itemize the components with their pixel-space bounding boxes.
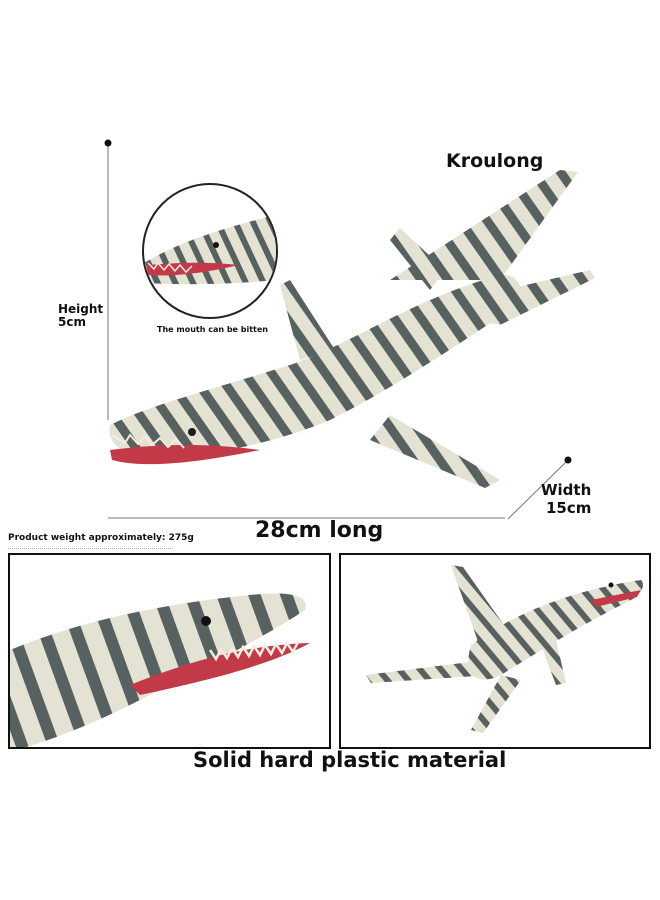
height-top-dot	[104, 139, 112, 147]
dimension-lines	[104, 139, 572, 520]
height-value: 5cm	[58, 315, 86, 329]
weight-text: Product weight approximately: 275g	[8, 533, 194, 543]
side-view-panel	[339, 553, 651, 749]
side-view-image	[366, 565, 643, 733]
width-end-dot	[564, 456, 572, 464]
inset-caption: The mouth can be bitten	[157, 325, 268, 334]
width-label: Width	[541, 481, 592, 499]
mouth-detail-inset	[142, 183, 278, 319]
inset-head-image	[144, 215, 276, 285]
head-closeup-image	[10, 593, 310, 747]
height-label: Height	[58, 302, 104, 316]
kronosaurus-figure	[109, 170, 595, 488]
material-text: Solid hard plastic material	[193, 748, 507, 772]
length-label: 28cm long	[255, 518, 384, 543]
width-value: 15cm	[546, 499, 592, 517]
product-name: Kroulong	[446, 150, 544, 172]
head-closeup-panel	[8, 553, 331, 749]
weight-divider	[8, 548, 173, 549]
